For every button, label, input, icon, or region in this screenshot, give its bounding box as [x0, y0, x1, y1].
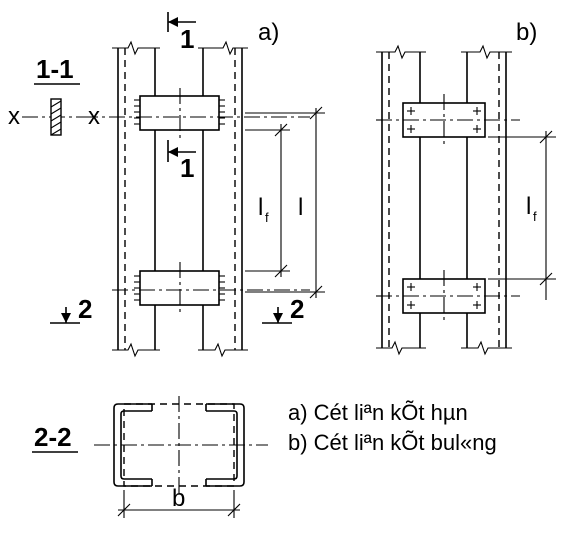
dimension-lf-b — [488, 130, 556, 300]
dimension-l — [245, 106, 325, 299]
section-1-1-label: 1-1 — [36, 54, 74, 84]
dimension-b-label: b — [172, 485, 185, 512]
section-mark-2-left-label: 2 — [78, 294, 92, 324]
section-2-2-label: 2-2 — [34, 422, 72, 452]
batten-plate-b-bottom — [376, 270, 520, 322]
batten-plate-a-bottom — [112, 262, 310, 314]
batten-plate-a-top — [82, 88, 310, 140]
section-mark-1-bottom — [167, 140, 196, 162]
section-mark-1-top-label: 1 — [180, 24, 194, 54]
hatched-plate-section — [50, 98, 62, 136]
legend-item-welded: a) Cét liªn kÕt hµn — [288, 400, 468, 425]
legend-item-bolted: b) Cét liªn kÕt bul«ng — [288, 430, 497, 455]
dimension-lf-a-subscript: f — [265, 210, 269, 225]
dimension-lf-a — [245, 123, 290, 278]
section-mark-1-bottom-label: 1 — [180, 153, 194, 183]
section-mark-1-top — [167, 12, 196, 32]
axis-x-left-label: x — [8, 103, 20, 130]
variant-b-label: b) — [516, 19, 537, 46]
dimension-lf-b-subscript: f — [533, 209, 537, 224]
dimension-l-label: l — [298, 194, 303, 221]
section-mark-2-left — [50, 307, 80, 324]
batten-plate-b-top — [376, 94, 520, 146]
dimension-lf-b-label: l — [526, 193, 531, 220]
dimension-lf-a-label: l — [258, 194, 263, 221]
variant-a-label: a) — [258, 19, 279, 46]
section-mark-2-right-label: 2 — [290, 294, 304, 324]
section-mark-2-right — [262, 307, 292, 324]
section-2-2-drawing — [94, 396, 268, 518]
